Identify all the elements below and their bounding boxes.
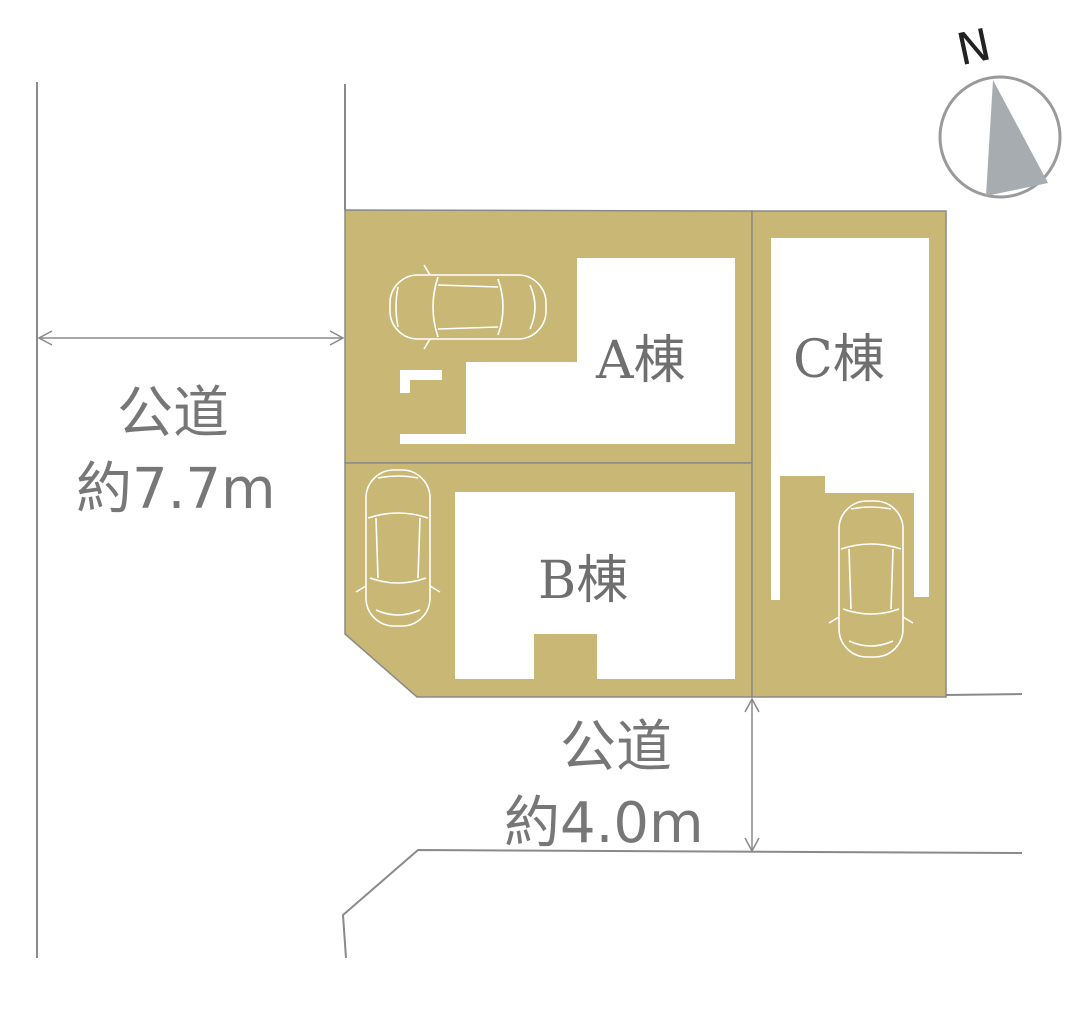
- road-lines: [36, 82, 1023, 959]
- dimension-arrow-icon: [37, 330, 345, 346]
- west-road-width: 約7.7m: [76, 457, 276, 522]
- south-road-bottom-edge: [341, 848, 1023, 959]
- lot-c-label: C棟: [793, 330, 885, 390]
- south-road-top-edge: [945, 693, 1023, 696]
- compass-north-label: N: [953, 19, 996, 76]
- compass-icon: [938, 75, 1062, 199]
- buildings: [400, 238, 929, 679]
- building-b: [455, 492, 735, 679]
- building-a-annex-cut: [410, 380, 442, 393]
- building-a: [400, 258, 735, 444]
- building-c: [771, 238, 929, 600]
- car-icon: [828, 500, 914, 658]
- lot-b-label: B棟: [538, 551, 628, 611]
- compass-needle: [986, 80, 1048, 196]
- south-road-name: 公道: [560, 715, 672, 780]
- south-road-width: 約4.0m: [504, 791, 704, 856]
- car-icon: [389, 264, 547, 350]
- building-c-notch: [771, 560, 780, 600]
- west-road-name: 公道: [117, 381, 229, 446]
- lot-a-label: A棟: [595, 331, 686, 391]
- dimension-arrow-icon: [744, 697, 760, 853]
- car-icon: [355, 469, 441, 627]
